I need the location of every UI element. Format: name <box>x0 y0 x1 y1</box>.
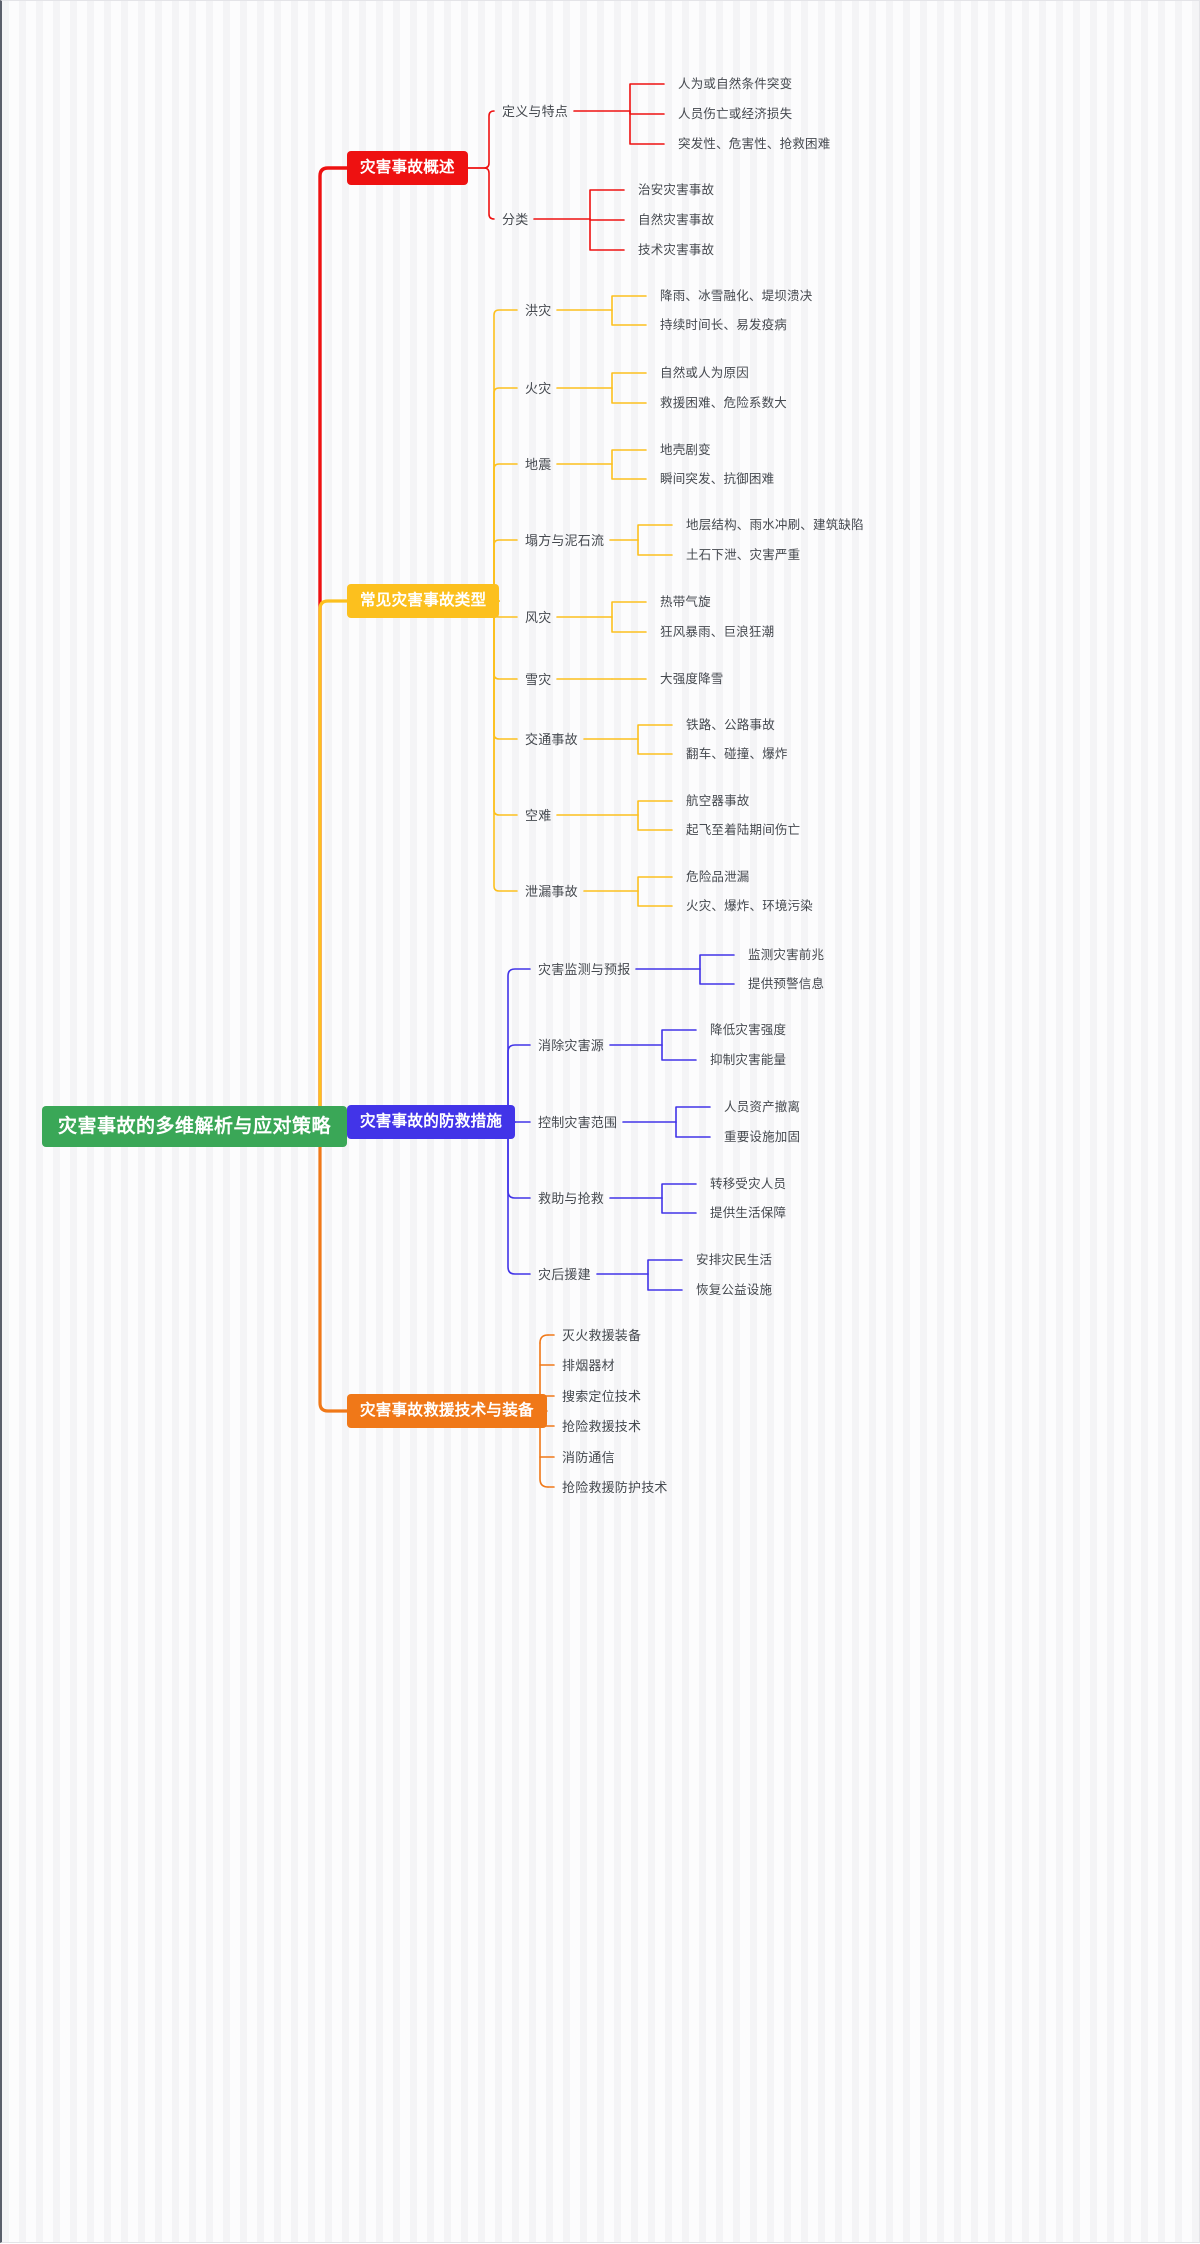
leaf-node[interactable]: 持续时间长、易发疫病 <box>660 317 788 332</box>
leaf-node[interactable]: 土石下泄、灾害严重 <box>686 547 801 562</box>
sub-node[interactable]: 搜索定位技术 <box>562 1388 642 1404</box>
sub-node[interactable]: 抢险救援技术 <box>562 1418 642 1434</box>
sub-node[interactable]: 消防通信 <box>562 1449 615 1465</box>
sub-node[interactable]: 风灾 <box>525 609 552 625</box>
leaf-node[interactable]: 监测灾害前兆 <box>748 947 825 962</box>
leaf-node[interactable]: 恢复公益设施 <box>696 1282 773 1297</box>
leaf-node[interactable]: 翻车、碰撞、爆炸 <box>686 746 788 761</box>
leaf-node[interactable]: 狂风暴雨、巨浪狂潮 <box>660 624 775 639</box>
leaf-node[interactable]: 自然灾害事故 <box>638 212 715 227</box>
sub-node[interactable]: 灭火救援装备 <box>562 1327 642 1343</box>
sub-node[interactable]: 交通事故 <box>525 731 578 747</box>
sub-node[interactable]: 控制灾害范围 <box>538 1114 618 1130</box>
leaf-node[interactable]: 转移受灾人员 <box>710 1176 787 1191</box>
sub-node[interactable]: 地震 <box>525 456 552 472</box>
leaf-node[interactable]: 热带气旋 <box>660 594 711 609</box>
branch-node-3[interactable]: 灾害事故的防救措施 <box>347 1105 516 1139</box>
sub-node[interactable]: 泄漏事故 <box>525 883 578 899</box>
leaf-node[interactable]: 地壳剧变 <box>660 442 711 457</box>
leaf-node[interactable]: 铁路、公路事故 <box>686 717 775 732</box>
leaf-node[interactable]: 大强度降雪 <box>660 671 724 686</box>
leaf-node[interactable]: 技术灾害事故 <box>638 242 715 257</box>
leaf-node[interactable]: 提供预警信息 <box>748 976 825 991</box>
leaf-node[interactable]: 抑制灾害能量 <box>710 1052 787 1067</box>
leaf-node[interactable]: 安排灾民生活 <box>696 1252 773 1267</box>
leaf-node[interactable]: 降低灾害强度 <box>710 1022 787 1037</box>
sub-node[interactable]: 灾后援建 <box>538 1266 591 1282</box>
sub-node[interactable]: 灾害监测与预报 <box>538 961 631 977</box>
leaf-node[interactable]: 降雨、冰雪融化、堤坝溃决 <box>660 288 813 303</box>
sub-node[interactable]: 洪灾 <box>525 302 552 318</box>
leaf-node[interactable]: 自然或人为原因 <box>660 365 749 380</box>
leaf-node[interactable]: 航空器事故 <box>686 793 750 808</box>
leaf-node[interactable]: 突发性、危害性、抢救困难 <box>678 136 831 151</box>
sub-node[interactable]: 抢险救援防护技术 <box>562 1479 668 1495</box>
sub-node[interactable]: 火灾 <box>525 380 552 396</box>
sub-node[interactable]: 消除灾害源 <box>538 1037 605 1053</box>
branch-node-1[interactable]: 灾害事故概述 <box>347 151 468 185</box>
sub-node[interactable]: 雪灾 <box>525 671 552 687</box>
leaf-node[interactable]: 重要设施加固 <box>724 1129 801 1144</box>
leaf-node[interactable]: 提供生活保障 <box>710 1205 787 1220</box>
leaf-node[interactable]: 治安灾害事故 <box>638 182 715 197</box>
sub-node[interactable]: 定义与特点 <box>502 103 569 119</box>
leaf-node[interactable]: 危险品泄漏 <box>686 869 750 884</box>
leaf-node[interactable]: 人员伤亡或经济损失 <box>678 106 793 121</box>
mindmap-root-node[interactable]: 灾害事故的多维解析与应对策略 <box>42 1105 348 1147</box>
leaf-node[interactable]: 瞬间突发、抗御困难 <box>660 471 775 486</box>
leaf-node[interactable]: 地层结构、雨水冲刷、建筑缺陷 <box>686 517 864 532</box>
leaf-node[interactable]: 人为或自然条件突变 <box>678 76 793 91</box>
sub-node[interactable]: 空难 <box>525 807 552 823</box>
leaf-node[interactable]: 火灾、爆炸、环境污染 <box>686 898 814 913</box>
leaf-node[interactable]: 起飞至着陆期间伤亡 <box>686 822 801 837</box>
sub-node[interactable]: 救助与抢救 <box>538 1190 605 1206</box>
sub-node[interactable]: 分类 <box>502 211 529 227</box>
sub-node[interactable]: 塌方与泥石流 <box>525 532 605 548</box>
sub-node[interactable]: 排烟器材 <box>562 1357 615 1373</box>
branch-node-2[interactable]: 常见灾害事故类型 <box>347 584 500 618</box>
leaf-node[interactable]: 人员资产撤离 <box>724 1099 801 1114</box>
leaf-node[interactable]: 救援困难、危险系数大 <box>660 395 788 410</box>
branch-node-4[interactable]: 灾害事故救援技术与装备 <box>347 1394 547 1428</box>
